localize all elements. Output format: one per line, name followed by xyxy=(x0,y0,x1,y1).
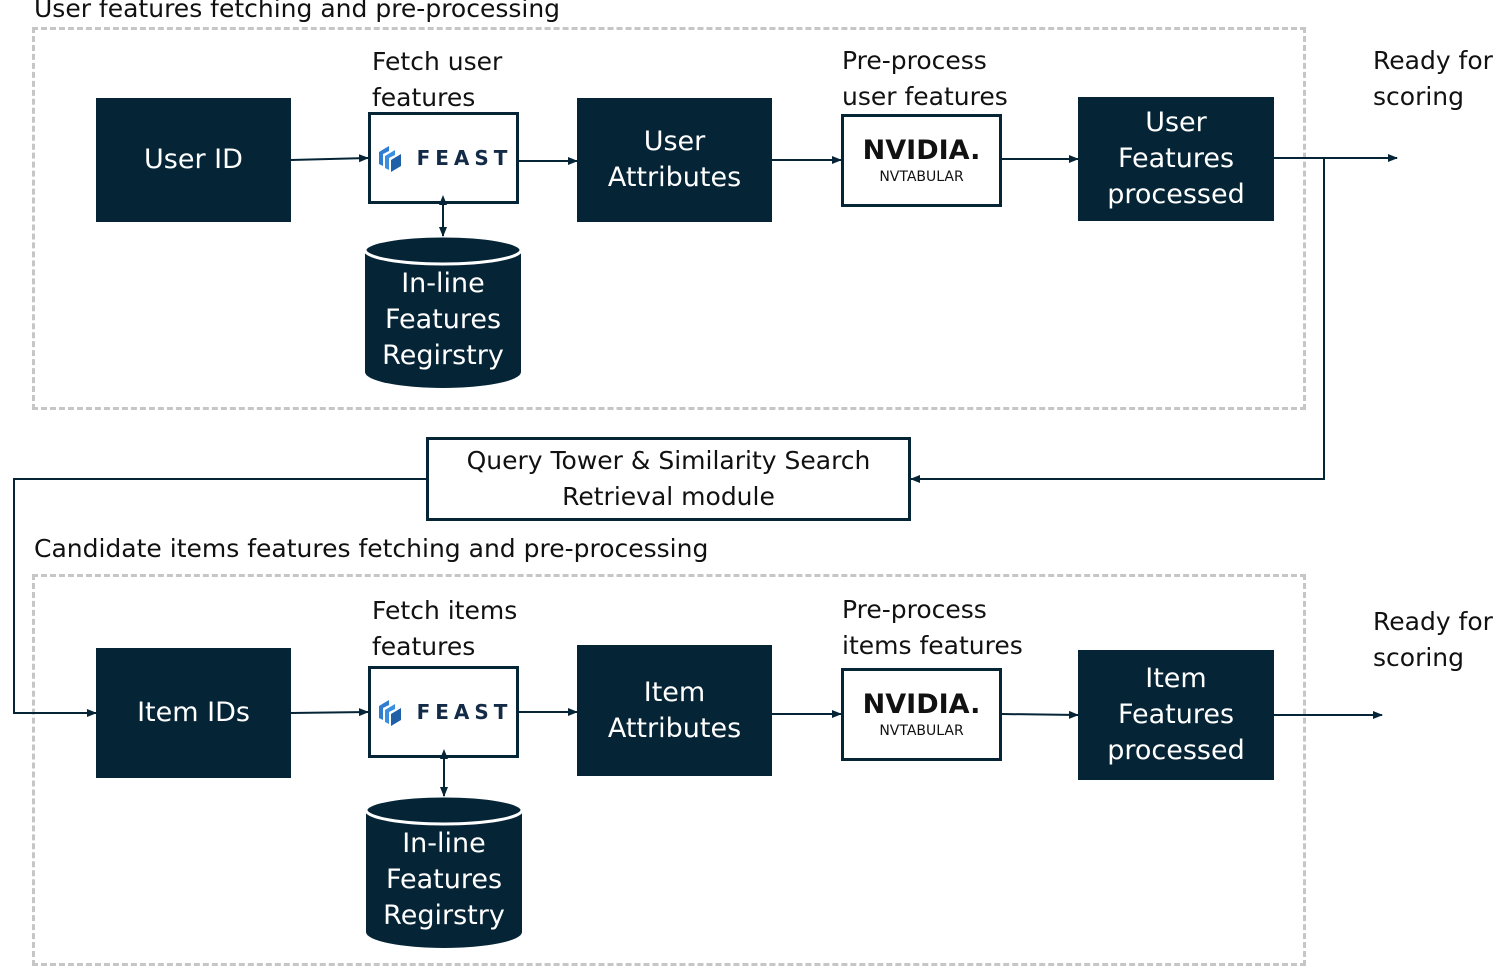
user-registry-cylinder[interactable]: In-line Features Regirstry xyxy=(363,234,523,390)
feast-item-node[interactable]: FEAST xyxy=(368,666,519,758)
feast-user-node[interactable]: FEAST xyxy=(368,112,519,204)
user-id-label: User ID xyxy=(144,144,243,175)
item-registry-label: In-line Features Regirstry xyxy=(383,828,505,931)
preprocess-user-label: Pre-process user features xyxy=(842,46,1008,111)
user-registry-label: In-line Features Regirstry xyxy=(382,268,504,371)
nvtabular-logo-text: NVTABULAR xyxy=(879,722,964,739)
user-attributes-node[interactable]: User Attributes xyxy=(577,98,772,222)
preprocess-items-label: Pre-process items features xyxy=(842,595,1023,660)
arrow-nvidia-to-item-processed xyxy=(1001,710,1079,719)
nvtabular-logo-text: NVTABULAR xyxy=(879,168,964,185)
retrieval-module-label: Query Tower & Similarity Search Retrieva… xyxy=(466,446,871,511)
item-ids-label: Item IDs xyxy=(137,697,250,728)
retrieval-module-node[interactable]: Query Tower & Similarity Search Retrieva… xyxy=(426,437,911,521)
user-group-title: User features fetching and pre-processin… xyxy=(34,0,561,23)
arrow-userid-to-feast xyxy=(290,154,369,163)
connector-user-processed-to-retrieval xyxy=(910,158,1325,483)
fetch-user-features-label: Fetch user features xyxy=(372,47,503,112)
nvidia-user-node[interactable]: NVIDIA. NVTABULAR xyxy=(841,114,1002,207)
database-icon xyxy=(364,794,524,948)
item-ready-for-scoring: Ready for scoring xyxy=(1373,607,1493,672)
item-group-title: Candidate items features fetching and pr… xyxy=(34,534,709,563)
user-id-node[interactable]: User ID xyxy=(96,98,291,222)
feast-logo-text: FEAST xyxy=(416,146,513,170)
user-ready-for-scoring: Ready for scoring xyxy=(1373,46,1493,111)
user-attributes-label: User Attributes xyxy=(607,126,742,193)
item-registry-cylinder[interactable]: In-line Features Regirstry xyxy=(364,794,524,950)
nvidia-logo-icon: NVIDIA. xyxy=(862,688,981,720)
feast-logo-icon xyxy=(378,700,401,726)
feast-logo-icon xyxy=(378,146,401,172)
arrow-itemids-to-feast xyxy=(290,708,369,717)
feast-logo-text: FEAST xyxy=(416,700,513,724)
connector-retrieval-to-item-ids xyxy=(13,478,426,717)
nvidia-item-node[interactable]: NVIDIA. NVTABULAR xyxy=(841,668,1002,761)
item-attributes-node[interactable]: Item Attributes xyxy=(577,645,772,776)
user-group-container xyxy=(32,27,1306,410)
item-attributes-label: Item Attributes xyxy=(607,676,742,744)
database-icon xyxy=(363,234,523,388)
item-group-container xyxy=(32,574,1306,966)
nvidia-logo-icon: NVIDIA. xyxy=(862,134,981,166)
item-features-processed-node[interactable]: Item Features processed xyxy=(1078,650,1274,780)
user-features-processed-label: User Features processed xyxy=(1107,107,1245,210)
user-features-processed-node[interactable]: User Features processed xyxy=(1078,97,1274,221)
fetch-items-features-label: Fetch items features xyxy=(372,596,518,661)
item-ids-node[interactable]: Item IDs xyxy=(96,648,291,778)
item-features-processed-label: Item Features processed xyxy=(1107,663,1245,766)
